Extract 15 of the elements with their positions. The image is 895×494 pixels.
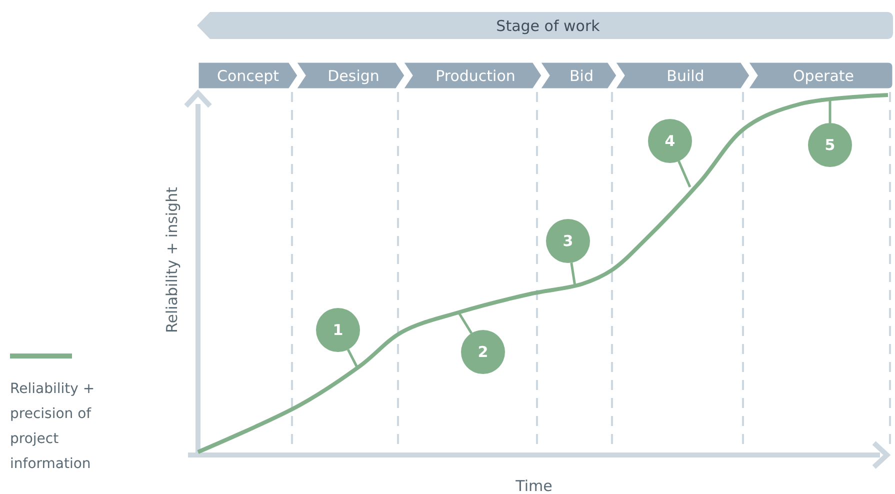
stage-step: Operate [748, 62, 893, 89]
leader-line [678, 160, 692, 188]
leader-line [458, 312, 473, 334]
stage-step: Design [296, 62, 405, 89]
leader-line [828, 99, 832, 123]
stage-step: Production [403, 62, 542, 89]
legend-label: Reliability + precision of project information [10, 380, 96, 474]
stage-step: Build [615, 62, 750, 89]
x-axis-label: Time [516, 477, 552, 494]
y-axis-label: Reliability + insight [163, 187, 181, 333]
stage-band: Stage of work [197, 12, 893, 39]
leader-line [346, 349, 360, 370]
stage-step: Bid [540, 62, 617, 89]
leader-line [570, 262, 576, 286]
stage-step: Concept [198, 62, 298, 89]
